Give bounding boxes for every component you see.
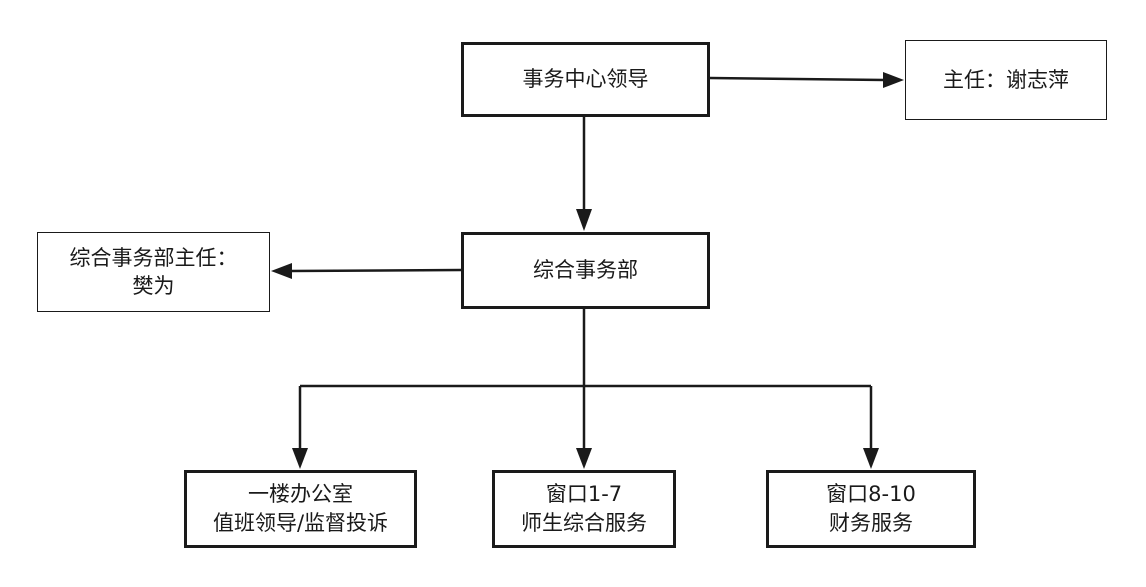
general-dept-node: 综合事务部 — [461, 232, 710, 309]
connector-general-dept-to-dept-head — [289, 268, 462, 273]
director-node: 主任：谢志萍 — [905, 40, 1107, 120]
window-8-10-subtitle: 财务服务 — [828, 511, 913, 535]
leader-node: 事务中心领导 — [461, 42, 710, 117]
first-floor-office-subtitle: 值班领导/监督投诉 — [212, 511, 389, 535]
dept-head-node: 综合事务部主任： 樊为 — [37, 232, 270, 312]
general-dept-label: 综合事务部 — [533, 258, 638, 282]
window-1-7-title: 窗口1-7 — [545, 482, 623, 506]
first-floor-office-title: 一楼办公室 — [247, 482, 353, 506]
arrowhead-general-dept — [576, 209, 592, 231]
arrowhead-window-8-10 — [863, 448, 879, 469]
leader-label: 事务中心领导 — [522, 67, 649, 91]
arrowhead-director — [883, 72, 904, 88]
arrowhead-dept-head — [271, 263, 292, 279]
connector-leader-to-director — [709, 76, 886, 82]
window-1-7-node: 窗口1-7 师生综合服务 — [492, 470, 676, 548]
dept-head-title: 综合事务部主任： — [69, 246, 238, 270]
window-8-10-title: 窗口8-10 — [826, 482, 916, 506]
first-floor-office-node: 一楼办公室 值班领导/监督投诉 — [184, 470, 417, 548]
window-8-10-node: 窗口8-10 财务服务 — [766, 470, 976, 548]
window-1-7-subtitle: 师生综合服务 — [521, 511, 647, 535]
director-label: 主任：谢志萍 — [943, 67, 1069, 92]
dept-head-name: 樊为 — [132, 274, 175, 298]
arrowhead-first-floor — [292, 448, 308, 469]
arrowhead-window-1-7 — [576, 448, 592, 469]
